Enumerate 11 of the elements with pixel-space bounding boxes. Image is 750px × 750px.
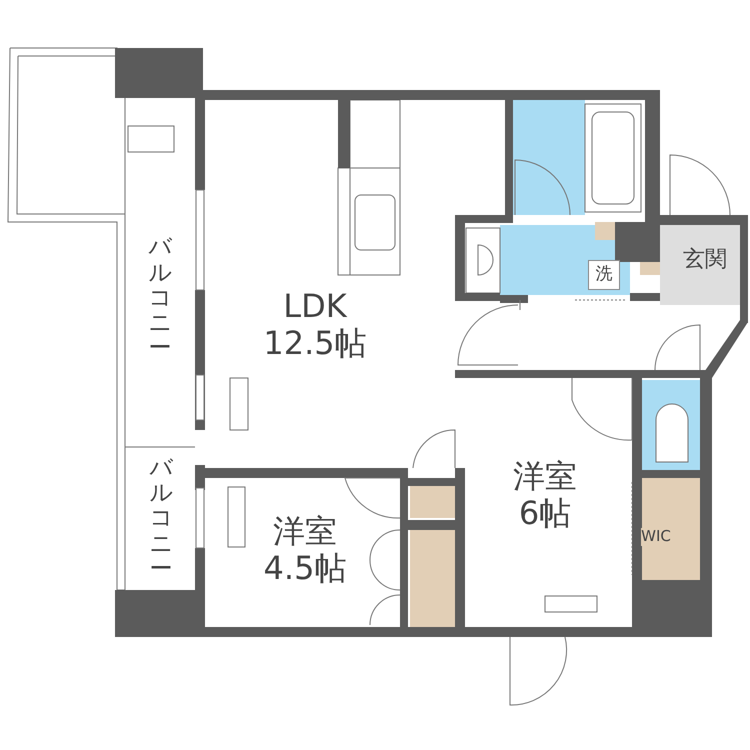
room-label: 洋室 bbox=[273, 513, 337, 550]
room-label: バルコニー bbox=[150, 456, 172, 582]
room-label: 洋室 bbox=[513, 458, 577, 495]
room-label: 12.5帖 bbox=[263, 325, 367, 362]
washer-space-box: 洗 bbox=[588, 260, 620, 290]
room-label: 6帖 bbox=[518, 495, 572, 532]
room-label: LDK bbox=[283, 288, 347, 325]
room-label: 玄関 bbox=[683, 247, 727, 273]
room-label: WIC bbox=[641, 528, 671, 546]
room-label: バルコニー bbox=[148, 235, 172, 362]
room-label: 4.5帖 bbox=[264, 550, 346, 587]
